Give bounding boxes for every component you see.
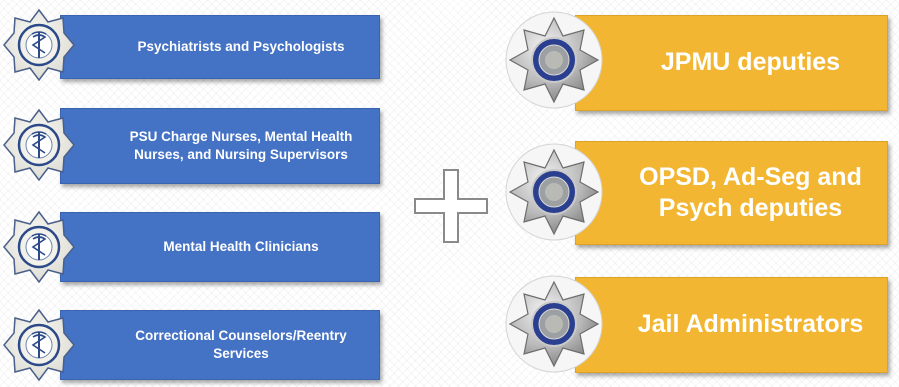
role-box-nurses: PSU Charge Nurses, Mental Health Nurses,… — [60, 108, 380, 184]
medical-star-badge-icon — [2, 108, 76, 182]
role-box-psychiatrists: Psychiatrists and Psychologists — [60, 15, 380, 79]
medical-star-badge-icon — [2, 210, 76, 284]
role-label: Correctional Counselors/Reentry Services — [135, 328, 347, 361]
role-label: Psychiatrists and Psychologists — [137, 39, 345, 55]
role-label: PSU Charge Nurses, Mental Health Nurses,… — [129, 129, 353, 162]
role-box-clinicians: Mental Health Clinicians — [60, 212, 380, 282]
sheriff-badge-icon — [500, 274, 608, 374]
deputy-box-jpmu: JPMU deputies — [575, 15, 888, 111]
deputy-box-opsd: OPSD, Ad-Seg and Psych deputies — [575, 141, 888, 245]
medical-star-badge-icon — [2, 308, 76, 382]
deputy-label: Jail Administrators — [637, 310, 864, 339]
medical-star-badge-icon — [2, 8, 76, 82]
sheriff-badge-icon — [500, 10, 608, 110]
deputy-label: JPMU deputies — [660, 48, 841, 77]
sheriff-badge-icon — [500, 142, 608, 242]
role-box-counselors: Correctional Counselors/Reentry Services — [60, 310, 380, 380]
deputy-box-jail-admin: Jail Administrators — [575, 277, 888, 373]
role-label: Mental Health Clinicians — [163, 239, 319, 255]
plus-icon — [414, 169, 488, 243]
deputy-label: OPSD, Ad-Seg and Psych deputies — [639, 162, 862, 222]
